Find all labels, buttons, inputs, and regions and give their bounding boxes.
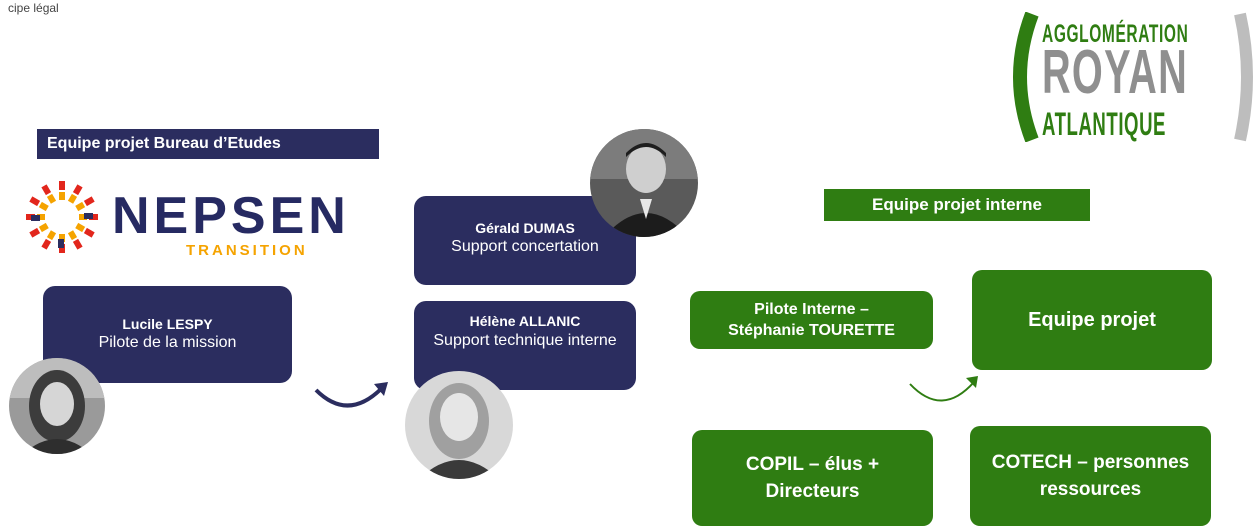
arrow-icon [314, 382, 388, 408]
royan-logo-line3: ATLANTIQUE [1042, 106, 1167, 142]
interne-label: Equipe projet interne [824, 189, 1090, 221]
copil-box: COPIL – élus + Directeurs [692, 430, 933, 526]
avatar-lucile [9, 358, 105, 454]
cotech-line1: COTECH – personnes [991, 452, 1190, 473]
member-role: Support concertation [451, 238, 599, 255]
nepsen-burst-icon [26, 181, 98, 253]
royan-logo-line2: ROYAN [1042, 38, 1189, 107]
royan-logo [1013, 12, 1253, 142]
avatar-gerald [590, 129, 698, 237]
header-note: cipe légal [8, 1, 59, 15]
pilote-line2: Stéphanie TOURETTE [728, 322, 895, 339]
pilote-interne-box: Pilote Interne – Stéphanie TOURETTE [690, 291, 933, 349]
cotech-line2: ressources [1039, 479, 1142, 500]
member-role: Support technique interne [433, 332, 617, 349]
equipe-projet-label: Equipe projet [1028, 308, 1156, 331]
bureau-etudes-label: Equipe projet Bureau d’Etudes [37, 129, 379, 159]
arrow-icon [909, 376, 978, 402]
member-card-helene: Hélène ALLANIC Support technique interne [414, 301, 636, 390]
cotech-box: COTECH – personnes ressources [970, 426, 1211, 526]
member-name: Hélène ALLANIC [469, 313, 581, 329]
member-name: Lucile LESPY [122, 316, 213, 332]
royan-logo-line1: AGGLOMÉRATION [1042, 20, 1189, 48]
nepsen-logo-word: NEPSEN [112, 187, 350, 245]
nepsen-logo-sub: TRANSITION [186, 242, 308, 259]
copil-line1: COPIL – élus + [745, 454, 880, 475]
pilote-line1: Pilote Interne – [754, 301, 869, 318]
member-name: Gérald DUMAS [475, 220, 575, 236]
member-role: Pilote de la mission [98, 334, 237, 351]
copil-line2: Directeurs [765, 481, 860, 502]
avatar-helene [405, 371, 513, 479]
equipe-projet-box: Equipe projet [972, 270, 1212, 370]
